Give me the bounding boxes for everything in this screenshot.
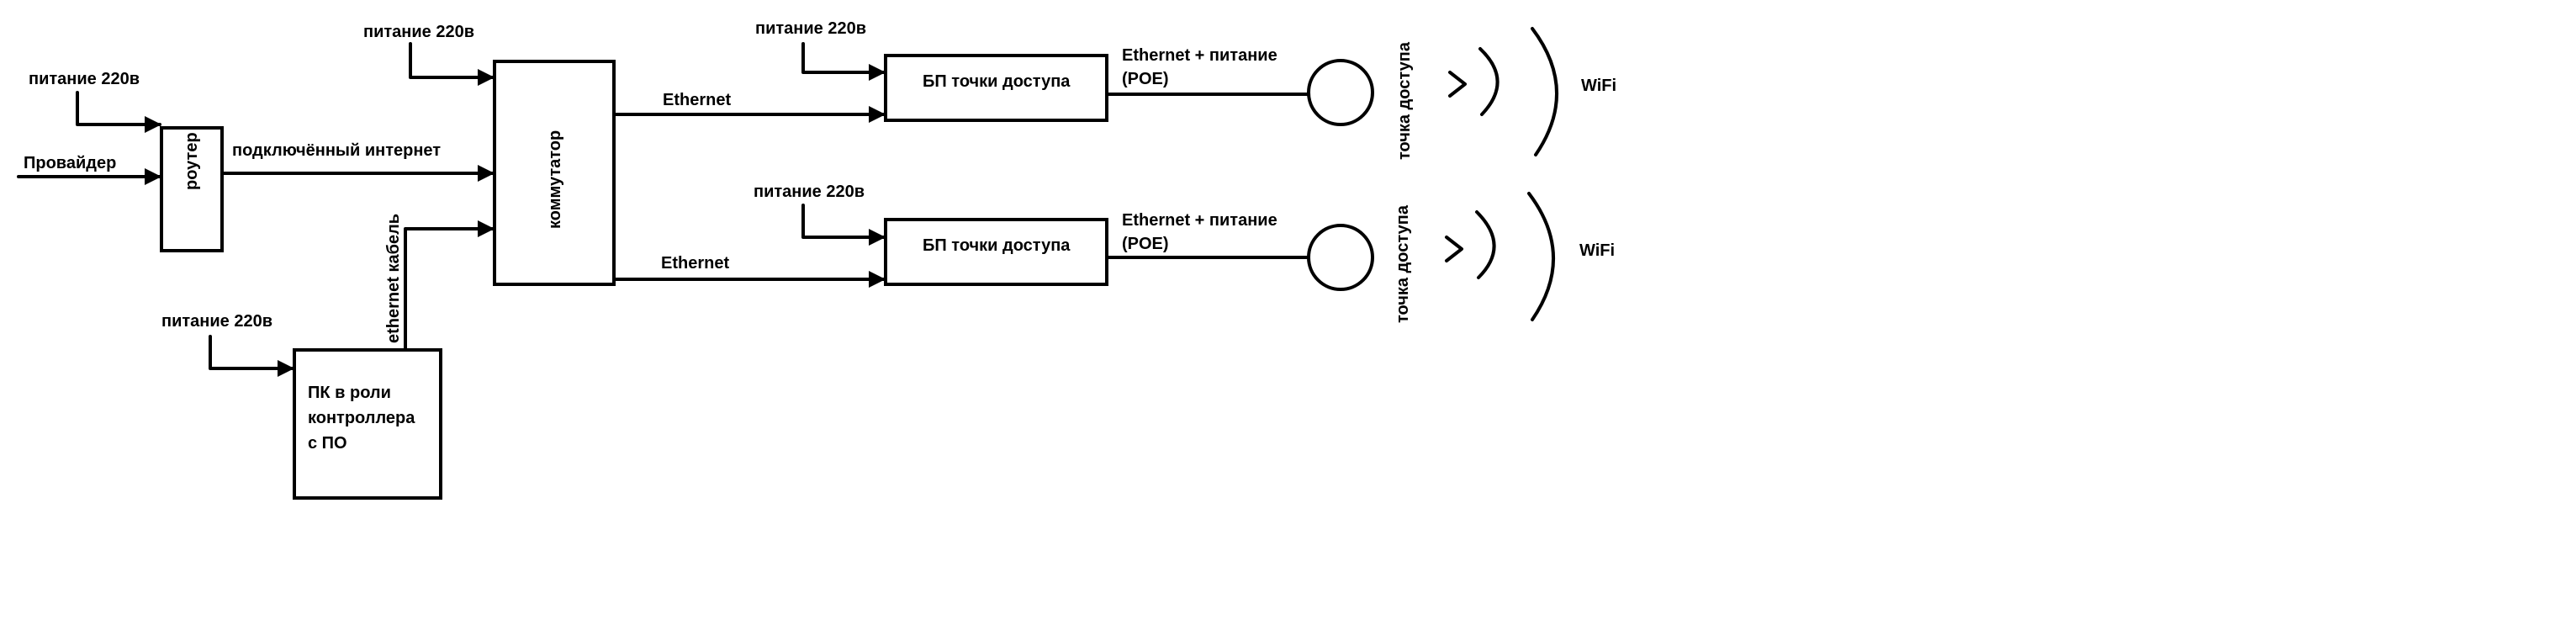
switch-box (493, 60, 616, 286)
wifi-top-waves-icon (1448, 27, 1558, 156)
poe-bottom-label-line1: Ethernet + питание (1122, 211, 1277, 230)
router-power-label: питание 220в (29, 70, 140, 88)
psu-bottom-power-arrow (801, 204, 886, 246)
ethernet-bottom-label: Ethernet (661, 254, 729, 273)
wifi-top-label: WiFi (1581, 77, 1616, 95)
pc-power-arrow (209, 335, 294, 377)
ethernet-top-label: Ethernet (663, 91, 731, 109)
psu-bottom-box (884, 218, 1108, 286)
wifi-bottom-waves-icon (1445, 192, 1555, 321)
router-box (160, 126, 224, 252)
internet-label: подключённый интернет (232, 141, 441, 160)
switch-power-arrow (409, 42, 495, 86)
poe-bottom-label-line2: (POE) (1122, 235, 1169, 253)
pc-label-line3: с ПО (308, 434, 347, 453)
pc-label-line1: ПК в роли (308, 384, 391, 402)
access-point-top-icon (1307, 59, 1374, 126)
psu-top-box (884, 54, 1108, 122)
wifi-bottom-label: WiFi (1579, 241, 1615, 260)
switch-power-label: питание 220в (363, 23, 474, 41)
provider-label: Провайдер (24, 154, 116, 172)
access-point-bottom-label: точка доступа (1394, 204, 1412, 323)
psu-bottom-label: БП точки доступа (923, 236, 1071, 255)
poe-top-label-line2: (POE) (1122, 70, 1169, 88)
router-power-arrow (76, 91, 161, 133)
poe-top-label-line1: Ethernet + питание (1122, 46, 1277, 65)
switch-label: коммутатор (546, 130, 564, 229)
psu-top-label: БП точки доступа (923, 72, 1071, 91)
pc-power-label: питание 220в (161, 312, 272, 331)
ethernet-cable-label: ethernet кабель (384, 214, 403, 343)
psu-top-power-arrow (801, 42, 886, 81)
psu-bottom-power-label: питание 220в (754, 183, 865, 201)
ethernet-cable-arrow (404, 220, 495, 350)
access-point-bottom-icon (1307, 224, 1374, 291)
access-point-top-label: точка доступа (1395, 41, 1414, 160)
pc-label-line2: контроллера (308, 409, 415, 427)
pc-box (293, 348, 442, 500)
router-label: роутер (182, 132, 201, 190)
psu-top-power-label: питание 220в (755, 19, 866, 38)
